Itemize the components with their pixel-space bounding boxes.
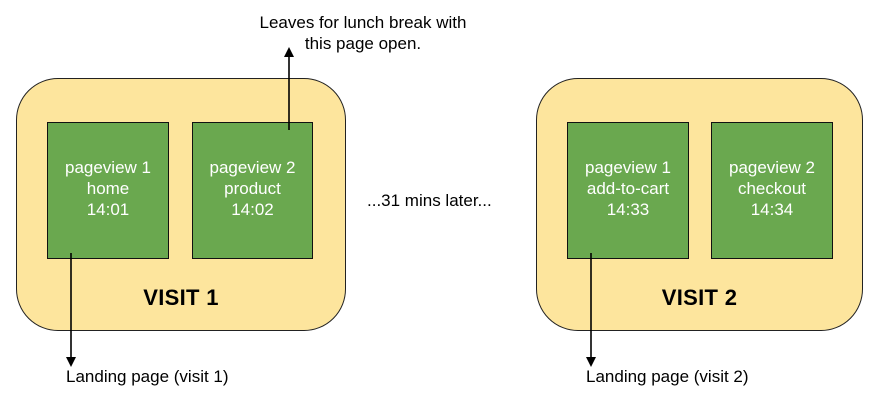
pageview-page: product <box>224 179 281 198</box>
visit-2-pageview-1: pageview 1 add-to-cart 14:33 <box>567 122 689 259</box>
visit-1-pageview-1: pageview 1 home 14:01 <box>47 122 169 259</box>
landing-page-note-visit-2: Landing page (visit 2) <box>586 367 749 386</box>
pageview-title: pageview 1 <box>64 158 151 177</box>
pageview-time: 14:34 <box>750 200 794 219</box>
pageview-time: 14:02 <box>231 200 274 219</box>
pageview-page: add-to-cart <box>586 179 670 198</box>
visit-1-pageview-2: pageview 2 product 14:02 <box>192 122 313 259</box>
pageview-title: pageview 2 <box>728 158 815 177</box>
pageview-title: pageview 1 <box>584 158 671 177</box>
pageview-title: pageview 2 <box>209 158 296 177</box>
pageview-time: 14:33 <box>606 200 650 219</box>
visit-2-label: VISIT 2 <box>661 285 738 310</box>
pageview-time: 14:01 <box>86 200 130 219</box>
visit-1-label: VISIT 1 <box>143 285 219 310</box>
visit-2-pageview-2: pageview 2 checkout 14:34 <box>711 122 833 259</box>
pageview-page: home <box>86 179 130 198</box>
pageview-page: checkout <box>737 179 807 198</box>
time-gap-text: ...31 mins later... <box>367 191 492 210</box>
lunch-break-note: Leaves for lunch break with this page op… <box>259 13 467 53</box>
landing-page-note-visit-1: Landing page (visit 1) <box>66 367 229 386</box>
